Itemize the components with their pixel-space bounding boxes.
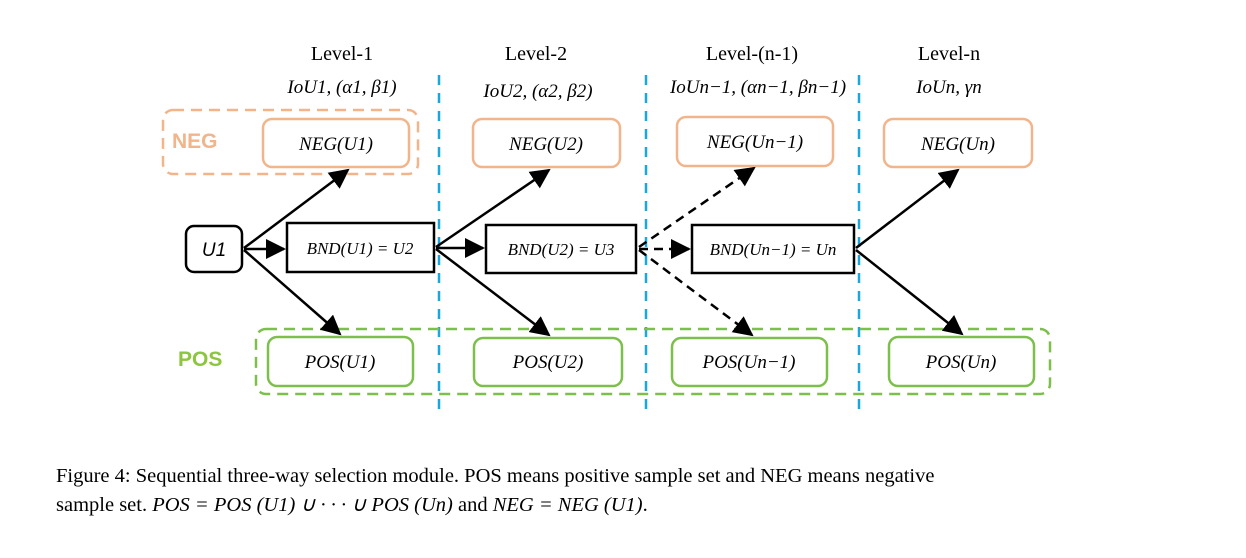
arrow-bndn1-to-negn — [855, 168, 960, 249]
arrow-bndn1-to-posn — [855, 249, 964, 336]
level-title-4: Level-n — [918, 43, 980, 65]
caption-pos-formula: POS = POS (U1) ∪ · · · ∪ POS (Un) — [152, 494, 453, 516]
neg-label: NEG — [172, 130, 218, 153]
neg-node-1 — [261, 117, 411, 169]
level-subtitle-1: IoU1, (α1, β1) — [286, 77, 396, 98]
bnd-node-3 — [690, 223, 856, 275]
arrow-bnd2-to-negn1 — [638, 166, 756, 249]
pos-node-4 — [887, 335, 1036, 388]
level-title-3: Level-(n-1) — [706, 43, 798, 65]
pos-node-3 — [670, 336, 829, 388]
pos-node-2-label: POS(U2) — [512, 352, 584, 373]
pos-node-4-label: POS(Un) — [925, 352, 997, 373]
pos-group-frame — [254, 327, 1052, 396]
neg-node-2 — [471, 117, 622, 169]
pos-node-2 — [472, 336, 624, 388]
bnd-node-2-label: BND(U2) = U3 — [508, 240, 615, 259]
level-subtitle-4: IoUn, γn — [915, 77, 982, 98]
neg-group-frame — [161, 108, 420, 176]
bnd-node-2 — [484, 223, 638, 275]
pos-label: POS — [178, 348, 222, 371]
arrow-bnd2-to-posn1 — [638, 249, 754, 337]
neg-node-4 — [882, 117, 1034, 169]
neg-node-3-label: NEG(Un−1) — [706, 132, 803, 153]
level-title-1: Level-1 — [311, 43, 373, 65]
bnd-node-1-label: BND(U1) = U2 — [307, 239, 414, 258]
pos-node-3-label: POS(Un−1) — [701, 352, 795, 373]
three-way-selection-diagram: NEG POS Level-1 Level-2 Level-(n-1) Leve… — [161, 43, 1052, 415]
start-node — [184, 224, 244, 274]
arrow-u1-to-pos1 — [243, 249, 342, 336]
pos-node-1-label: POS(U1) — [304, 352, 376, 373]
neg-node-1-label: NEG(U1) — [298, 134, 373, 155]
neg-node-3 — [675, 115, 835, 168]
neg-node-2-label: NEG(U2) — [508, 134, 583, 155]
caption-end: . — [642, 494, 648, 516]
caption-line-1: Figure 4: Sequential three-way selection… — [56, 465, 935, 487]
caption-and: and — [452, 494, 493, 516]
arrow-u1-to-neg1 — [243, 168, 350, 249]
level-title-2: Level-2 — [505, 43, 567, 65]
caption-prefix: sample set. — [56, 494, 153, 516]
caption-neg-formula: NEG = NEG (U1) — [492, 494, 643, 516]
level-subtitle-3: IoUn−1, (αn−1, βn−1) — [669, 77, 846, 98]
pos-node-1 — [266, 335, 415, 388]
figure-caption: Figure 4: Sequential three-way selection… — [56, 462, 1196, 520]
bnd-node-1 — [285, 221, 436, 274]
caption-line-2: sample set. POS = POS (U1) ∪ · · · ∪ POS… — [56, 491, 1196, 520]
neg-node-4-label: NEG(Un) — [920, 134, 995, 155]
bnd-node-3-label: BND(Un−1) = Un — [710, 240, 837, 259]
level-subtitle-2: IoU2, (α2, β2) — [482, 81, 592, 102]
arrow-bnd1-to-pos2 — [435, 248, 551, 337]
arrow-bnd1-to-neg2 — [435, 168, 551, 249]
start-node-label: U1 — [202, 240, 226, 261]
